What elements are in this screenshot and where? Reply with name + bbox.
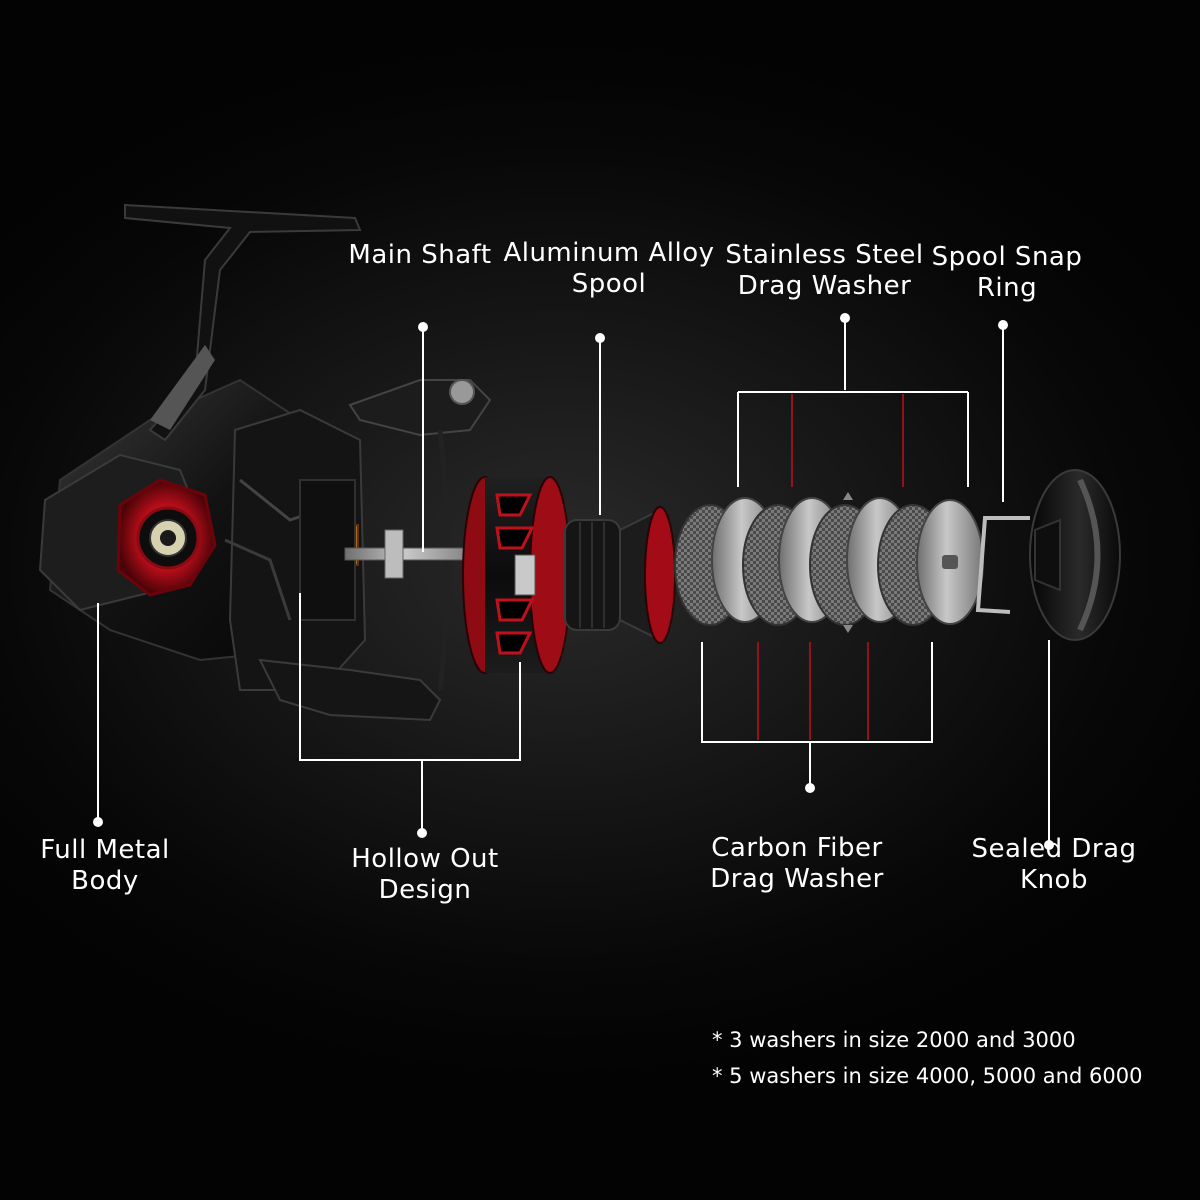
callout-lines — [97, 318, 1050, 845]
label-line: Spool Snap — [931, 242, 1083, 272]
size-footnotes: * 3 washers in size 2000 and 3000 * 5 wa… — [712, 1022, 1142, 1094]
label-sealed-drag-knob: Sealed Drag Knob — [965, 834, 1143, 896]
footnote-small-sizes: * 3 washers in size 2000 and 3000 — [712, 1028, 1076, 1052]
reel-body — [38, 203, 492, 722]
label-full-metal-body: Full Metal Body — [30, 835, 180, 897]
label-line: Design — [378, 875, 472, 905]
label-line: Hollow Out — [351, 844, 499, 874]
drag-washer-stack — [674, 492, 984, 633]
callout-dots — [93, 313, 1054, 850]
aluminum-spool-part — [462, 476, 676, 674]
footnote-large-sizes: * 5 washers in size 4000, 5000 and 6000 — [712, 1064, 1143, 1088]
steel-washer — [916, 499, 984, 625]
red-indicator-lines — [757, 394, 904, 740]
label-line: Sealed Drag — [971, 834, 1137, 864]
main-shaft-part — [344, 529, 481, 579]
label-line: Aluminum Alloy — [503, 238, 715, 268]
label-line: Stainless Steel — [725, 240, 924, 270]
label-line: Knob — [1020, 865, 1088, 895]
label-carbon-fiber-drag-washer: Carbon Fiber Drag Washer — [702, 833, 892, 895]
drag-knob-part — [1029, 469, 1121, 641]
label-line: Drag Washer — [710, 864, 884, 894]
label-line: Body — [71, 866, 139, 896]
label-main-shaft: Main Shaft — [345, 240, 495, 271]
label-line: Drag Washer — [737, 271, 912, 301]
label-line: Carbon Fiber — [711, 833, 883, 863]
label-aluminum-alloy-spool: Aluminum Alloy Spool — [500, 238, 718, 300]
label-hollow-out-design: Hollow Out Design — [345, 844, 505, 906]
label-line: Full Metal — [40, 835, 170, 865]
label-line: Spool — [571, 269, 647, 299]
label-line: Ring — [976, 273, 1038, 303]
label-spool-snap-ring: Spool Snap Ring — [926, 242, 1088, 304]
label-line: Main Shaft — [348, 240, 492, 270]
label-stainless-steel-drag-washer: Stainless Steel Drag Washer — [722, 240, 927, 302]
snap-ring-part — [975, 516, 1030, 614]
